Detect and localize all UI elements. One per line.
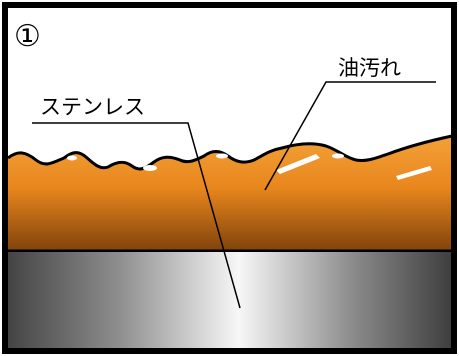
oil-stain-layer <box>8 136 452 252</box>
stainless-label: ステンレス <box>40 95 145 119</box>
stainless-leader-line <box>32 122 241 309</box>
oil-highlights <box>67 153 432 180</box>
stainless-steel-block <box>8 252 452 349</box>
step-number-marker: ① <box>14 19 41 54</box>
oil-surface-outline <box>7 134 453 171</box>
oil-stain-label: 油汚れ <box>338 56 401 80</box>
oil-stain-leader-line <box>264 81 436 191</box>
